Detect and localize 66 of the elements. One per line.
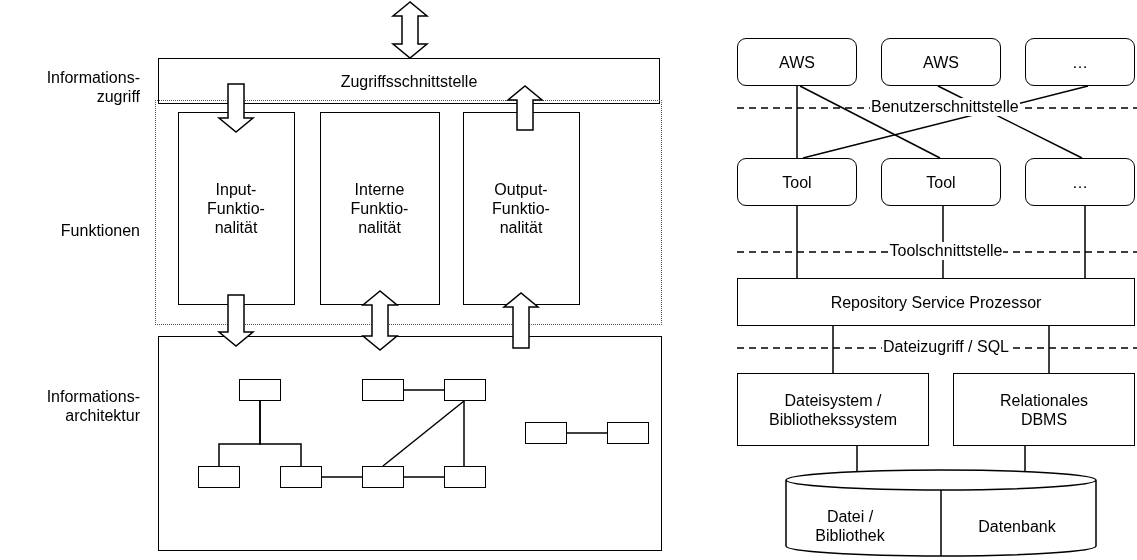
small-box [443, 465, 486, 488]
workstation-box [737, 38, 857, 86]
architecture-frame [158, 336, 662, 551]
tool-box [1025, 158, 1135, 206]
block-arrow [501, 292, 541, 349]
block-arrow [216, 294, 256, 347]
system-box [953, 373, 1135, 446]
side-label: Informations- architektur [45, 387, 140, 425]
interface-label: Toolschnittstelle [888, 242, 1004, 260]
block-arrow [216, 83, 256, 133]
box-label: AWS [923, 52, 959, 72]
box-label: AWS [779, 52, 815, 72]
tool-box [737, 158, 857, 206]
box-label: Tool [782, 172, 812, 192]
function-box [177, 111, 295, 305]
connector-line [259, 400, 302, 467]
block-arrow [390, 1, 430, 59]
connector-line [796, 205, 798, 279]
small-box [361, 378, 404, 401]
small-box [279, 465, 322, 488]
function-box [319, 111, 440, 305]
interface-label: Benutzerschnittstelle [870, 98, 1020, 116]
connector-line [832, 325, 834, 374]
function-box [462, 111, 580, 305]
tool-box [881, 158, 1001, 206]
small-box [606, 421, 649, 444]
box-label: … [1072, 172, 1088, 192]
small-box [524, 421, 567, 444]
connector-line [321, 476, 363, 478]
small-box [361, 465, 404, 488]
workstation-box [881, 38, 1001, 86]
connector-line [1024, 445, 1026, 473]
workstation-box [1025, 38, 1135, 86]
box-label: Relationales DBMS [998, 390, 1090, 429]
box-label: Interne Funktio- nalität [349, 179, 410, 237]
processor-box [737, 278, 1135, 326]
connector-line [1084, 205, 1086, 279]
small-box [238, 378, 281, 401]
side-label: Informations- zugriff [45, 68, 140, 106]
block-arrow [505, 85, 545, 131]
box-label: Repository Service Prozessor [830, 292, 1042, 312]
system-box [737, 373, 929, 446]
side-label: Funktionen [59, 221, 140, 240]
interface-box [158, 58, 660, 104]
interface-label: Dateizugriff / SQL [882, 338, 1010, 356]
connector-line [1048, 325, 1050, 374]
box-label: Dateisystem / Bibliothekssystem [767, 390, 898, 429]
box-label: … [1072, 52, 1088, 72]
connector-line [856, 445, 858, 473]
connector-line [403, 389, 445, 391]
connector-line [463, 400, 465, 467]
database-cylinder [785, 469, 1097, 557]
connector-line [799, 85, 941, 159]
small-box [443, 378, 486, 401]
box-label: Zugriffsschnittstelle [340, 71, 478, 91]
block-arrow [360, 290, 400, 351]
box-label: Datei / Bibliothek [814, 507, 886, 545]
box-label: Input- Funktio- nalität [206, 179, 266, 237]
box-label: Tool [926, 172, 956, 192]
connector-line [403, 476, 445, 478]
box-label: Datenbank [977, 517, 1057, 536]
small-box [197, 465, 240, 488]
connector-line [382, 400, 465, 467]
connector-line [796, 85, 798, 159]
box-label: Output- Funktio- nalität [491, 179, 551, 237]
connector-line [566, 432, 608, 434]
